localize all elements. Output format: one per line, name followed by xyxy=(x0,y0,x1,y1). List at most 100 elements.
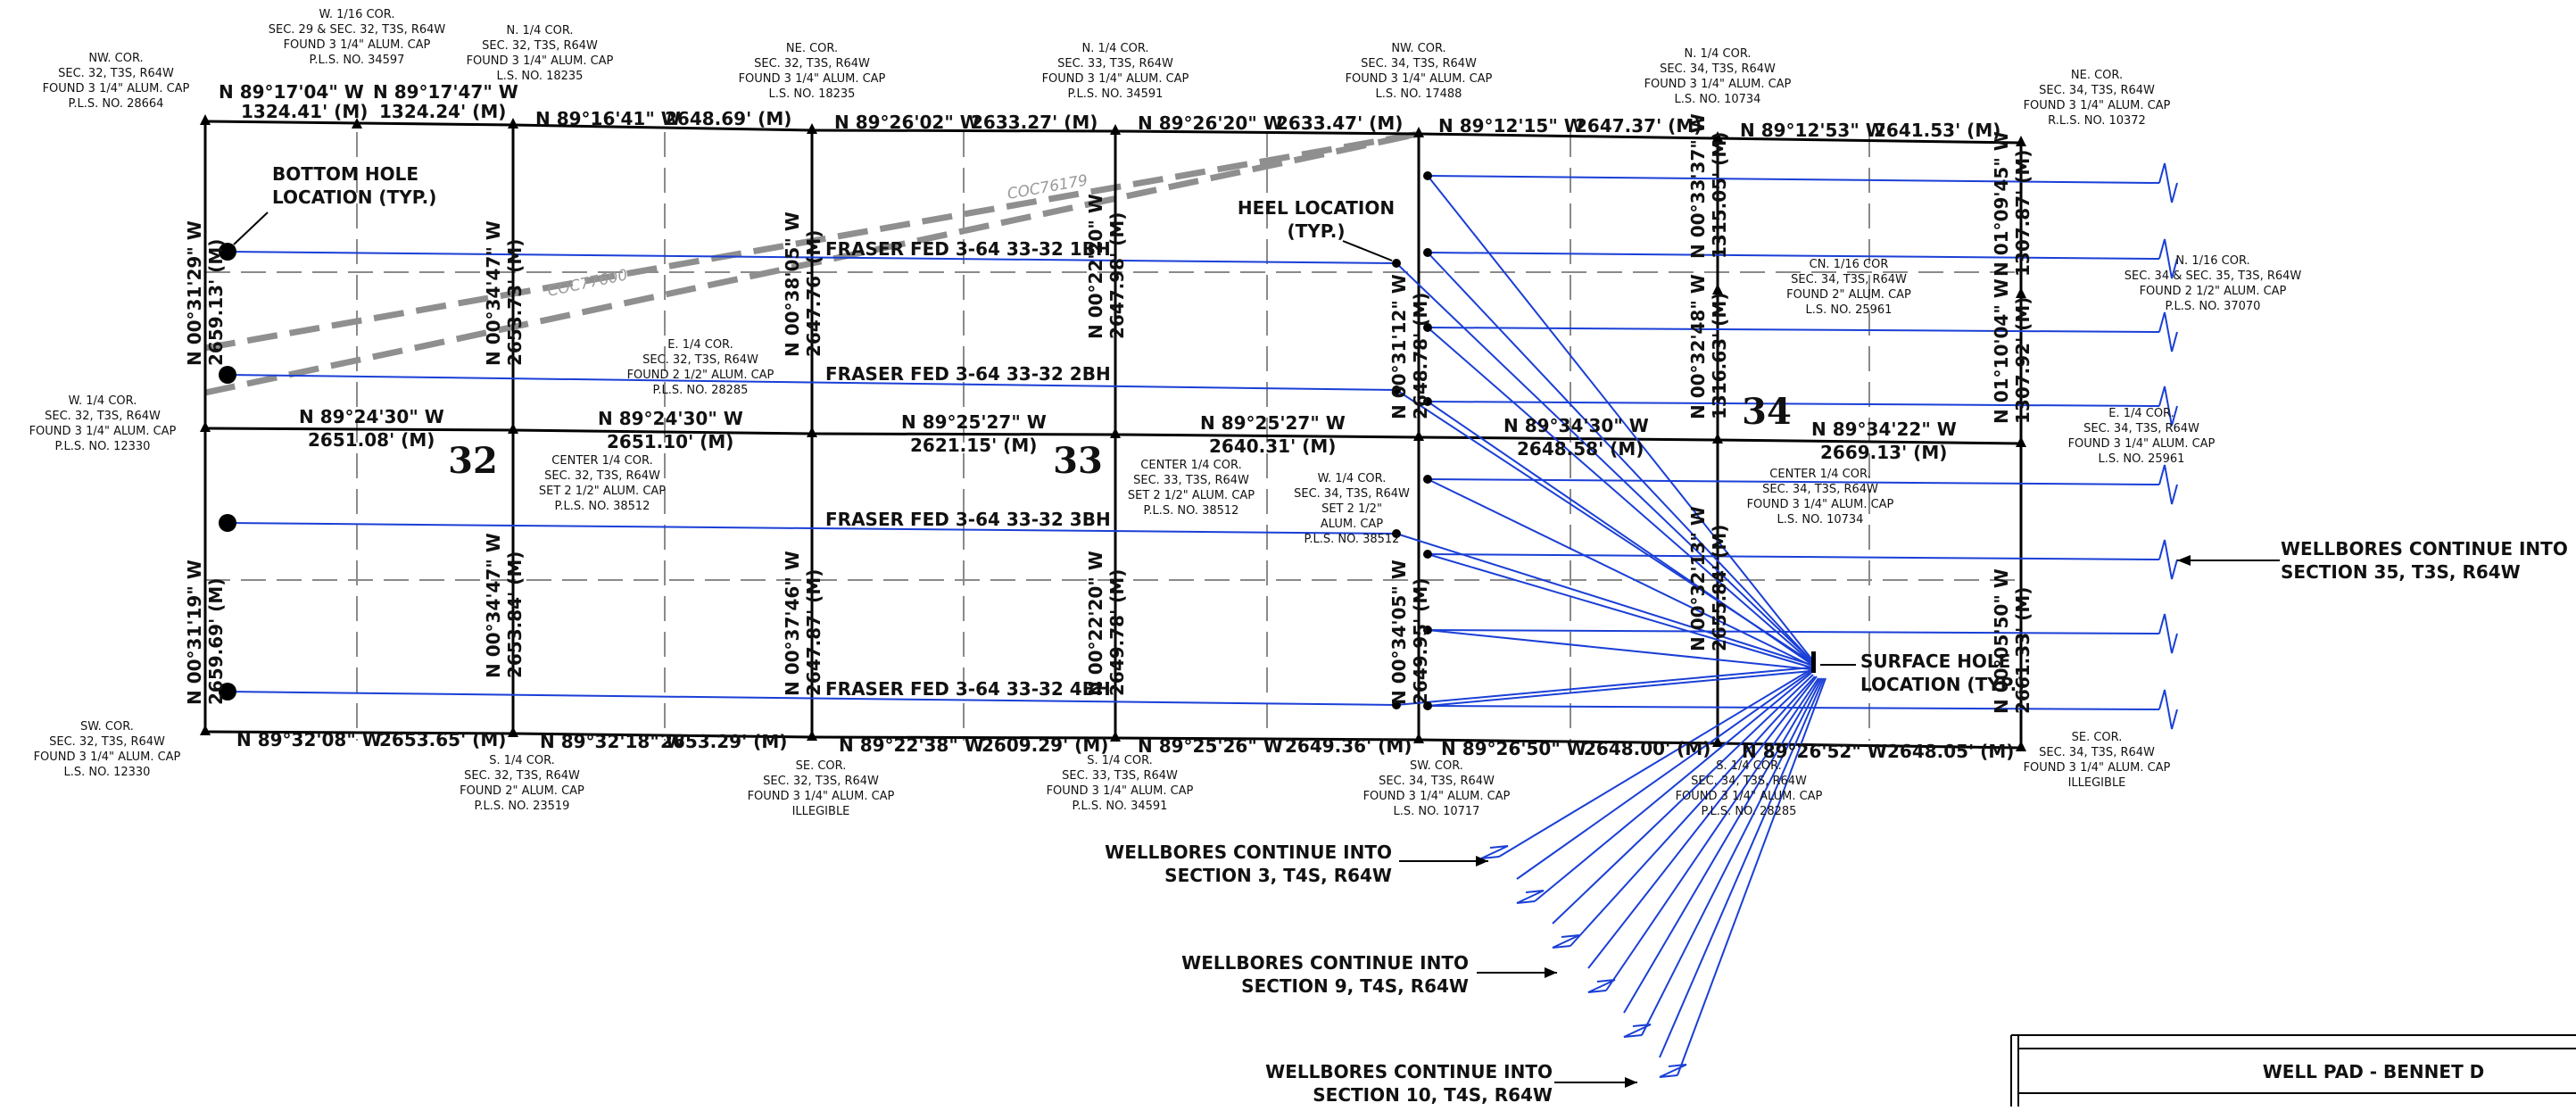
label-bearing-top-0: N 89°17'04" W xyxy=(219,81,364,103)
label-bearing-bottom-10: N 89°26'52" W xyxy=(1742,741,1887,762)
label-bearing-vertical-x1925-b: N 00°32'48" W1316.63' (M) xyxy=(1687,274,1730,419)
label-bearing-bottom-1: 2653.65' (M) xyxy=(379,729,506,750)
label-bearing-vertical-x1250-top: N 00°22'20" W2647.98' (M) xyxy=(1085,194,1128,339)
label-bearing-top-4: N 89°16'41" W xyxy=(535,108,681,129)
label-bearing-bottom-6: N 89°25'26" W xyxy=(1138,735,1283,757)
label-bearing-vertical-x910-top: N 00°38'05" W2647.76' (M) xyxy=(782,211,824,357)
title-block-title: WELL PAD - BENNET D xyxy=(2263,1061,2485,1082)
surface-hole-callout-2: LOCATION (TYP.) xyxy=(1860,674,2025,695)
leader-lines xyxy=(233,211,2280,1083)
label-bearing-top-13: 2641.53' (M) xyxy=(1874,120,2000,141)
label-bearing-bottom-11: 2648.05' (M) xyxy=(1887,741,2014,762)
continue-sec3-2: SECTION 3, T4S, R64W xyxy=(1164,865,1392,886)
label-bearing-bottom-2: N 89°32'18" W xyxy=(540,731,685,752)
label-bearing-mid-2: N 89°24'30" W xyxy=(598,408,743,429)
label-bearing-bottom-5: 2609.29' (M) xyxy=(982,734,1108,756)
wellbore-laterals xyxy=(227,175,2160,710)
well-name-4bh: FRASER FED 3-64 33-32 4BH xyxy=(825,678,1111,700)
label-bearing-bottom-8: N 89°26'50" W xyxy=(1441,738,1586,759)
section-number-34: 34 xyxy=(1742,391,1792,433)
label-bearing-mid-6: N 89°25'27" W xyxy=(1200,412,1346,434)
label-bearing-top-7: 2633.27' (M) xyxy=(971,112,1097,133)
lease-label-1: COC76179 xyxy=(1006,171,1089,203)
label-bearing-vertical-x575-top: N 00°34'47" W2653.73' (M) xyxy=(483,220,526,366)
label-bearing-mid-10: N 89°34'22" W xyxy=(1811,419,1957,440)
bottom-hole-callout-1: BOTTOM HOLE xyxy=(272,163,418,185)
label-bearing-top-9: 2633.47' (M) xyxy=(1276,112,1403,134)
well-name-3bh: FRASER FED 3-64 33-32 3BH xyxy=(825,509,1111,530)
label-bearing-top-11: 2647.37' (M) xyxy=(1575,115,1702,137)
label-bearing-vertical-x2265-b: N 01°10'04" W1307.92' (M) xyxy=(1991,278,2033,424)
heel-markers xyxy=(1392,171,1432,710)
continue-sec10-1: WELLBORES CONTINUE INTO xyxy=(1265,1061,1553,1082)
continue-sec9-1: WELLBORES CONTINUE INTO xyxy=(1181,952,1469,974)
bottom-hole-markers xyxy=(219,243,236,701)
label-bearing-mid-5: 2621.15' (M) xyxy=(910,435,1037,456)
label-bearing-top-6: N 89°26'02" W xyxy=(834,112,980,133)
label-bearing-vertical-x1250-bot: N 00°22'20" W2649.78' (M) xyxy=(1085,551,1128,696)
label-corner-w16-32: W. 1/16 COR.SEC. 29 & SEC. 32, T3S, R64W… xyxy=(269,8,446,67)
label-bearing-mid-7: 2640.31' (M) xyxy=(1209,435,1336,457)
well-name-2bh: FRASER FED 3-64 33-32 2BH xyxy=(825,363,1111,385)
heel-callout-2: (TYP.) xyxy=(1288,220,1346,242)
bottom-hole-callout-2: LOCATION (TYP.) xyxy=(272,187,436,208)
label-bearing-mid-0: N 89°24'30" W xyxy=(299,406,444,427)
label-bearing-vertical-x575-bot: N 00°34'47" W2653.84' (M) xyxy=(483,533,526,678)
label-bearing-vertical-x910-bot: N 00°37'46" W2647.87' (M) xyxy=(782,551,824,696)
label-bearing-top-5: 2648.69' (M) xyxy=(665,108,791,129)
lease-label-2: COC77600 xyxy=(546,266,629,301)
label-corner-n116-34: N. 1/16 COR.SEC. 34 & SEC. 35, T3S, R64W… xyxy=(2125,254,2302,313)
label-bearing-bottom-0: N 89°32'08" W xyxy=(236,729,382,750)
label-bearing-mid-8: N 89°34'30" W xyxy=(1503,415,1649,436)
label-bearing-bottom-3: 2653.29' (M) xyxy=(660,731,787,752)
surface-hole-callout-1: SURFACE HOLE xyxy=(1860,651,2010,672)
build-curves xyxy=(1396,175,1826,1076)
label-bearing-top-10: N 89°12'15" W xyxy=(1438,115,1584,137)
label-bearing-top-12: N 89°12'53" W xyxy=(1740,120,1885,141)
surface-hole-marker xyxy=(1811,651,1816,673)
corner-markers xyxy=(200,114,2026,751)
label-bearing-bottom-4: N 89°22'38" W xyxy=(839,734,984,756)
label-bearing-top-2: N 89°17'47" W xyxy=(373,81,518,103)
label-bearing-vertical-x1590-top: N 00°31'12" W2648.78' (M) xyxy=(1388,274,1431,419)
label-bearing-vertical-x1925-a: N 00°33'37" W1315.05' (M) xyxy=(1687,113,1730,259)
label-bearing-mid-4: N 89°25'27" W xyxy=(901,411,1047,433)
continue-sec3-1: WELLBORES CONTINUE INTO xyxy=(1105,842,1392,863)
label-bearing-mid-1: 2651.08' (M) xyxy=(308,429,435,451)
label-bearing-vertical-x2265-c: N 00°05'50" W2661.33' (M) xyxy=(1991,568,2033,714)
continue-sec9-2: SECTION 9, T4S, R64W xyxy=(1241,975,1469,997)
label-bearing-top-1: 1324.41' (M) xyxy=(241,101,368,122)
continue-sec35-2: SECTION 35, T3S, R64W xyxy=(2281,561,2521,583)
label-bearing-vertical-x1590-bot: N 00°34'05" W2649.95' (M) xyxy=(1388,560,1431,705)
heel-callout-1: HEEL LOCATION xyxy=(1238,197,1395,219)
section-number-33: 33 xyxy=(1053,440,1103,482)
label-bearing-top-8: N 89°26'20" W xyxy=(1138,112,1283,134)
continue-sec10-2: SECTION 10, T4S, R64W xyxy=(1313,1084,1553,1106)
label-bearing-mid-9: 2648.58' (M) xyxy=(1517,438,1644,460)
label-bearing-vertical-x230-bot: N 00°31'19" W2659.69' (M) xyxy=(184,560,227,705)
break-symbols xyxy=(1480,162,2178,1078)
label-bearing-vertical-x2265-a: N 01°09'45" W1307.87' (M) xyxy=(1991,131,2033,277)
